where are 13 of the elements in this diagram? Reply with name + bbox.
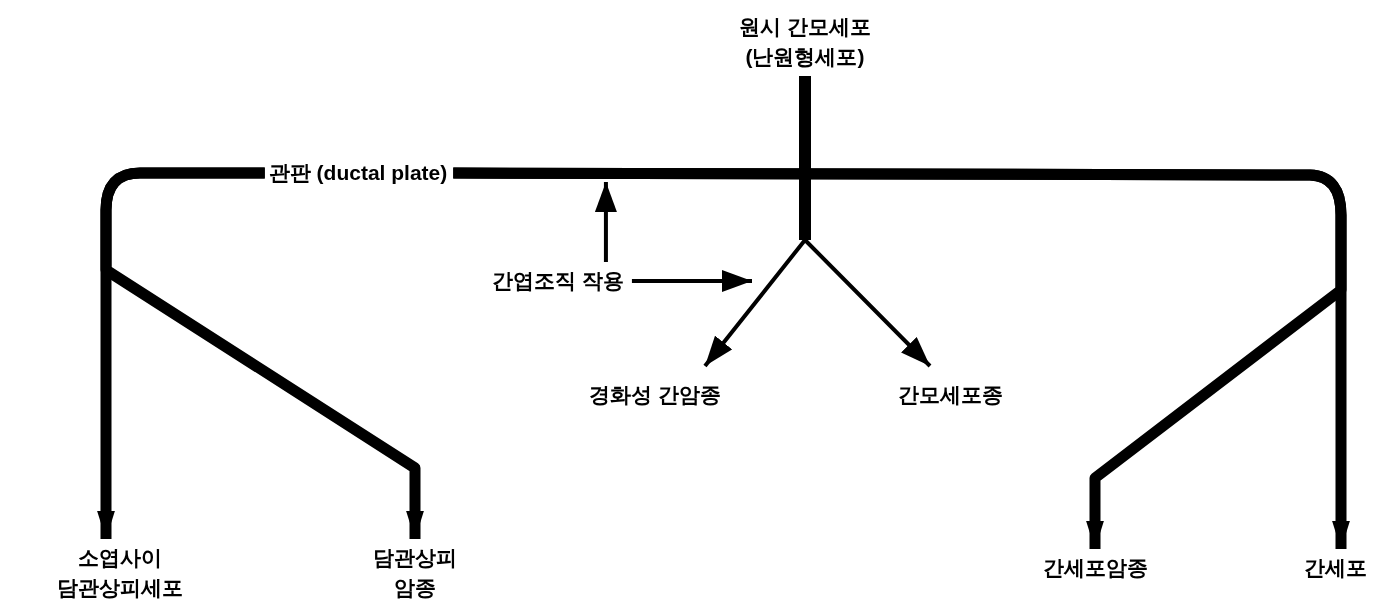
arrow [631, 270, 752, 292]
node-label: 담관상피 암종 [372, 545, 458, 601]
node-label: 관판 (ductal plate) [268, 160, 448, 186]
arrow [594, 182, 617, 262]
node-label: 경화성 간암종 [589, 382, 721, 408]
node-label: 원시 간모세포 (난원형세포) [738, 14, 872, 70]
node-label: 간세포암종 [1042, 555, 1148, 581]
node-label: 간엽조직 작용 [492, 268, 624, 294]
node-label: 소엽사이 담관상피세포 [56, 545, 184, 601]
thick-line [799, 76, 811, 240]
node-label: 간세포 [1303, 555, 1367, 581]
node-label: 간모세포종 [897, 382, 1003, 408]
arrow [100, 167, 424, 539]
